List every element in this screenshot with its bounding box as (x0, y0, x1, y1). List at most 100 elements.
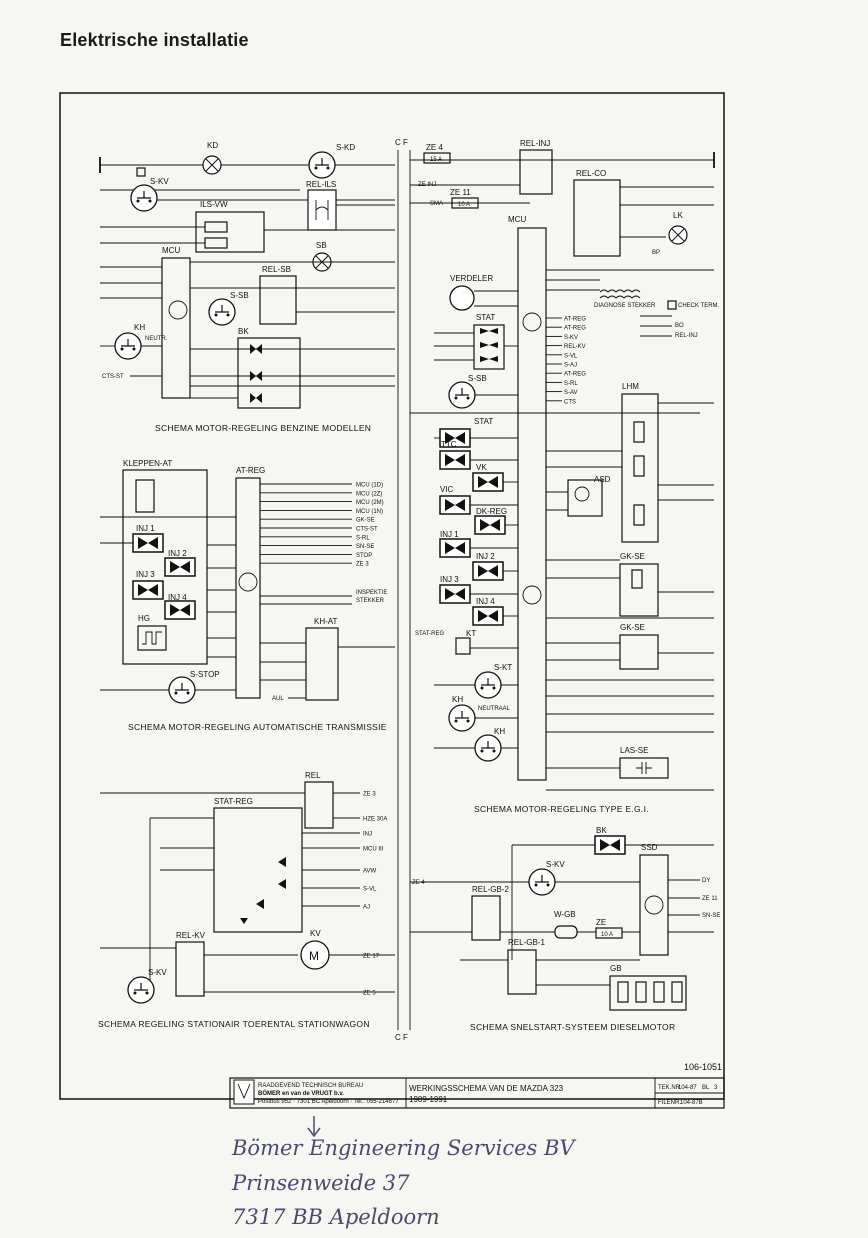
relinj-box (519, 149, 553, 195)
vk-icon (472, 472, 504, 492)
automatic-caption: SCHEMA MOTOR-REGELING AUTOMATISCHE TRANS… (128, 722, 387, 732)
atreg-output-5: CTS-ST (356, 527, 378, 533)
vk-label: VK (476, 463, 487, 472)
relsb-box (259, 275, 297, 325)
diag-right-relinj: REL-INJ (675, 333, 698, 339)
gkse2-box (619, 634, 659, 670)
cf-label-bottom: C F (395, 1033, 408, 1042)
relkv-label: REL-KV (176, 931, 206, 940)
inj2-egi-icon (472, 561, 504, 581)
company-line2: BÖMER en van de VRUGT b.v. (258, 1090, 344, 1097)
ze-fuse-value: 10 A (601, 932, 613, 938)
diag-pin-1: AT-REG (564, 326, 586, 332)
atreg-output-0: MCU (1D) (356, 483, 383, 489)
ttc-icon (439, 450, 471, 470)
inj4-at-label: INJ 4 (168, 593, 187, 602)
ssd-out-dy: DY (702, 878, 710, 884)
mcu-egi-box (517, 227, 547, 781)
stat-output-4: AVW (363, 869, 377, 875)
relsb-label: REL-SB (262, 265, 291, 274)
atreg-stekker: STEKKER (356, 598, 385, 604)
ssb-egi-label: S-SB (468, 374, 487, 383)
ilsvw-box (195, 211, 265, 253)
ssb-label: S-SB (230, 291, 249, 300)
diag-pin-7: S-RL (564, 381, 578, 387)
lk-label: LK (673, 211, 683, 220)
benzine-section: KD S-KD S-KV REL-ILS ILS-VW SB MCU REL-S… (99, 141, 395, 433)
diag-right-bo: BO (675, 323, 684, 329)
egi-section: ZE 4 15 A ZE 11 10 A SMA ZE INJ REL-INJ … (410, 139, 720, 814)
company-line1: RAADGEVEND TECHNISCH BUREAU (258, 1083, 363, 1089)
inj1-egi-icon (439, 538, 471, 558)
atreg-output-2: MCU (2M) (356, 500, 384, 506)
verdeler-icon (449, 285, 475, 311)
diag-pin-5: S-AJ (564, 363, 577, 369)
diag-pin-8: S-AV (564, 390, 578, 396)
checkterm-label: CHECK TERM. (678, 303, 720, 309)
skv-stat-label: S-KV (148, 968, 167, 977)
neutr-label: NEUTR. (145, 336, 168, 342)
stat-egi-label: STAT (476, 313, 495, 322)
snelstart-section: BK S-KV ZE 4 REL-GB-2 W-GB ZE 10 A SSD D… (410, 826, 720, 1032)
diag-pin-6: AT-REG (564, 372, 586, 378)
handwritten-line3: 7317 BB Apeldoorn (232, 1205, 440, 1229)
title-block-years: 1989-1991 (409, 1095, 448, 1104)
kh-label: KH (134, 323, 145, 332)
diag-pin-9: CTS (564, 399, 576, 405)
atreg-label: AT-REG (236, 466, 265, 475)
inj1-at-icon (132, 533, 164, 553)
atreg-output-8: STOP (356, 553, 372, 559)
kt-label: KT (466, 629, 476, 638)
ze-fuse-box (595, 927, 623, 939)
skv-label: S-KV (150, 177, 169, 186)
filenr: 104-87B (680, 1100, 703, 1106)
kh-switch-icon (114, 332, 142, 360)
rel-box (304, 781, 334, 829)
gb-box (609, 975, 687, 1011)
rel-label: REL (305, 771, 321, 780)
inj3-at-label: INJ 3 (136, 570, 155, 579)
kv-label: KV (310, 929, 321, 938)
atreg-output-6: S-RL (356, 535, 370, 541)
bk-diesel-label: BK (596, 826, 607, 835)
atreg-output-4: GK-SE (356, 518, 375, 524)
company-line3: Postbus 952 · 7301 BC Apeldoorn · Tel.: … (258, 1099, 399, 1105)
benzine-caption: SCHEMA MOTOR-REGELING BENZINE MODELLEN (155, 423, 371, 433)
lk-lamp-icon (668, 225, 688, 245)
atreg-box (235, 477, 261, 699)
bl: 3 (714, 1085, 718, 1091)
inj2-egi-label: INJ 2 (476, 552, 495, 561)
tek-nr-label: TEK.NR. (658, 1085, 682, 1091)
cf-label-top: C F (395, 138, 408, 147)
lasse-box (619, 757, 669, 779)
ze-label: ZE (596, 918, 606, 927)
inj3-egi-icon (439, 584, 471, 604)
ilsvw-label: ILS-VW (200, 200, 228, 209)
doc-number: 106-1051 (684, 1062, 722, 1072)
ze4-fuse-box (423, 152, 451, 164)
atreg-output-1: MCU (2Z) (356, 491, 382, 497)
diagram-frame (59, 92, 725, 1100)
skd-label: S-KD (336, 143, 355, 152)
relkv-box (175, 941, 205, 997)
atreg-output-9: ZE 3 (356, 562, 369, 568)
kleppenat-box (122, 469, 208, 665)
handwritten-line2: Prinsenweide 37 (231, 1171, 410, 1195)
hg-label: HG (138, 614, 150, 623)
statreg-box (213, 807, 303, 933)
inj1-at-label: INJ 1 (136, 524, 155, 533)
relils-relay-icon (307, 189, 337, 231)
khat-label: KH-AT (314, 617, 338, 626)
bk-label: BK (238, 327, 249, 336)
filenr-label: FILENR. (658, 1100, 681, 1106)
mcu-egi-label: MCU (508, 215, 526, 224)
neutraal-label: NEUTRAAL (478, 706, 511, 712)
hg-box (137, 625, 167, 651)
inj3-at-icon (132, 580, 164, 600)
lhm-label: LHM (622, 382, 639, 391)
ze4-diesel-label: ZE 4 (412, 880, 425, 886)
svg-text:M: M (309, 949, 319, 963)
diag-pin-4: S-VL (564, 353, 578, 359)
vic-icon (439, 495, 471, 515)
relgb2-box (471, 895, 501, 941)
